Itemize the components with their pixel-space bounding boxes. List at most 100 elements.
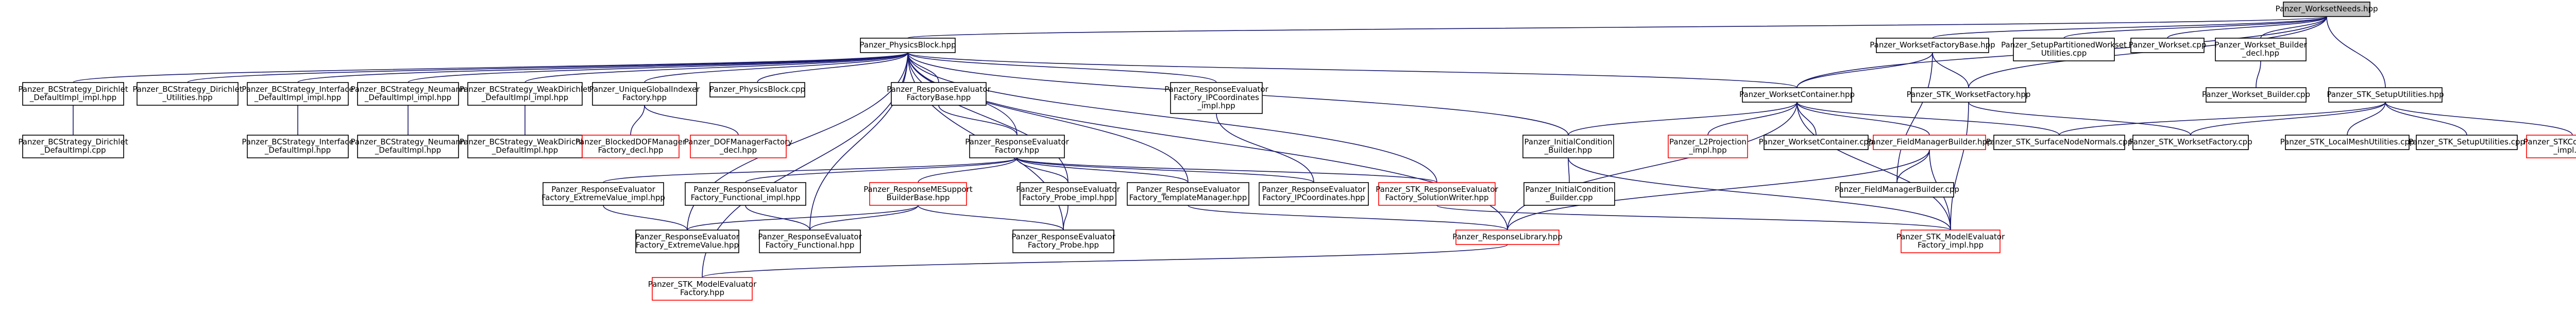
node-stk_workset_factory_hpp[interactable]: Panzer_STK_WorksetFactory.hpp: [1907, 87, 2031, 103]
node-label: Factory_IPCoordinates: [1174, 93, 1259, 103]
node-bc_dirichlet_impl[interactable]: Panzer_BCStrategy_Dirichlet_DefaultImpl_…: [18, 82, 128, 106]
edge-workset_factory_base-to-workset_container: [1797, 53, 1933, 88]
node-re_template_manager[interactable]: Panzer_ResponseEvaluatorFactory_Template…: [1127, 182, 1249, 206]
edge-physics_block-to-re_probe_impl: [908, 53, 1069, 183]
node-workset_container[interactable]: Panzer_WorksetContainer.hpp: [1739, 87, 1855, 103]
edge-unique_global_indexer_factory-to-dof_manager_factory_decl: [645, 105, 739, 136]
node-initial_condition_builder_hpp[interactable]: Panzer_InitialCondition_Builder.hpp: [1522, 135, 1614, 158]
node-box: [759, 230, 861, 253]
node-box: [891, 82, 987, 106]
node-bc_neumann_impl[interactable]: Panzer_BCStrategy_Neumann_DefaultImpl_im…: [351, 82, 466, 106]
node-box: [1901, 230, 2001, 253]
node-label: Panzer_DOFManagerFactory: [684, 137, 792, 147]
node-box: [22, 82, 124, 106]
node-bc_interface_impl[interactable]: Panzer_BCStrategy_Interface_DefaultImpl_…: [242, 82, 354, 106]
node-re_probe_impl[interactable]: Panzer_ResponseEvaluatorFactory_Probe_im…: [1016, 182, 1121, 206]
node-bc_weakdirichlet_impl[interactable]: Panzer_BCStrategy_WeakDirichlet_DefaultI…: [460, 82, 590, 106]
node-box: [1668, 135, 1748, 158]
node-setup_partitioned[interactable]: Panzer_SetupPartitionedWorksetUtilities.…: [2001, 38, 2127, 61]
node-bc_weakdirichlet_hpp[interactable]: Panzer_BCStrategy_WeakDirichlet_DefaultI…: [460, 135, 590, 158]
node-label: Panzer_ResponseEvaluator: [1262, 185, 1366, 194]
edge-physics_block-to-re_template_manager: [908, 53, 1189, 183]
node-label: Factory_Probe.hpp: [1028, 240, 1099, 250]
node-label: Panzer_BCStrategy_Interface: [242, 85, 353, 94]
edge-workset_needs-to-stk_setup_utilities_hpp: [2327, 17, 2386, 88]
node-stk_re_solution_writer[interactable]: Panzer_STK_ResponseEvaluatorFactory_Solu…: [1376, 182, 1499, 206]
node-response_library[interactable]: Panzer_ResponseLibrary.hpp: [1452, 230, 1563, 245]
node-box: [137, 82, 239, 106]
node-dof_manager_factory_decl[interactable]: Panzer_DOFManagerFactory_decl.hpp: [684, 135, 792, 158]
node-field_manager_builder_hpp[interactable]: Panzer_FieldManagerBuilder.hpp: [1867, 135, 1992, 150]
node-initial_condition_builder_cpp[interactable]: Panzer_InitialCondition_Builder.cpp: [1523, 182, 1615, 206]
node-box: [1455, 230, 1560, 245]
node-workset_builder_decl[interactable]: Panzer_Workset_Builder_decl.hpp: [2214, 38, 2307, 61]
node-re_functional_impl[interactable]: Panzer_ResponseEvaluatorFactory_Function…: [685, 182, 806, 206]
node-workset_builder_cpp[interactable]: Panzer_Workset_Builder.cpp: [2202, 87, 2310, 103]
edge-physics_block-to-stk_re_solution_writer: [908, 53, 1437, 183]
node-label: Panzer_InitialCondition: [1524, 137, 1613, 147]
node-stk_model_evaluator_factory_impl[interactable]: Panzer_STK_ModelEvaluatorFactory_impl.hp…: [1896, 230, 2005, 253]
node-re_ipcoord_impl[interactable]: Panzer_ResponseEvaluatorFactory_IPCoordi…: [1164, 82, 1269, 114]
edge-response_library-to-stk_model_evaluator_factory: [702, 244, 1507, 278]
node-label: Panzer_ResponseEvaluator: [551, 185, 655, 194]
node-box: [2130, 38, 2205, 53]
edge-physics_block-to-bc_dirichlet_impl: [73, 53, 908, 83]
edge-re_factory-to-re_ipcoordinates: [1017, 158, 1314, 183]
node-re_ipcoordinates[interactable]: Panzer_ResponseEvaluatorFactory_IPCoordi…: [1259, 182, 1369, 206]
node-stk_conn_manager_impl[interactable]: Panzer_STKConnManager_impl.hpp: [2523, 135, 2576, 158]
node-bc_dirichlet_cpp[interactable]: Panzer_BCStrategy_Dirichlet_DefaultImpl.…: [18, 135, 128, 158]
node-box: [1012, 230, 1114, 253]
node-stk_workset_factory_cpp[interactable]: Panzer_STK_WorksetFactory.cpp: [2129, 135, 2252, 150]
edge-stk_setup_utilities_hpp-to-stk_workset_factory_cpp: [2190, 102, 2385, 136]
node-box: [543, 182, 664, 206]
node-workset_cpp[interactable]: Panzer_Workset.cpp: [2129, 38, 2207, 53]
node-bc_dirichlet_utilities[interactable]: Panzer_BCStrategy_Dirichlet_Utilities.hp…: [132, 82, 243, 106]
node-bc_interface_hpp[interactable]: Panzer_BCStrategy_Interface_DefaultImpl.…: [242, 135, 354, 158]
node-box: [2206, 87, 2307, 103]
node-box: [860, 38, 956, 53]
node-box: [652, 277, 753, 301]
node-box: [247, 135, 349, 158]
node-stk_surface_node_normals[interactable]: Panzer_STK_SurfaceNodeNormals.cpp: [1986, 135, 2132, 150]
node-label: Panzer_ResponseEvaluator: [1136, 185, 1240, 194]
node-label: Panzer_STK_ModelEvaluator: [648, 280, 757, 289]
node-re_probe[interactable]: Panzer_ResponseEvaluatorFactory_Probe.hp…: [1011, 230, 1116, 253]
node-workset_container_cpp[interactable]: Panzer_WorksetContainer.cpp: [1759, 135, 1874, 150]
node-box: [1259, 182, 1369, 206]
node-box: [1170, 82, 1263, 114]
node-workset_factory_base[interactable]: Panzer_WorksetFactoryBase.hpp: [1870, 38, 1995, 53]
node-label: Panzer_ResponseEvaluator: [758, 232, 862, 242]
node-bc_neumann_hpp[interactable]: Panzer_BCStrategy_Neumann_DefaultImpl.hp…: [351, 135, 466, 158]
node-box: [357, 82, 459, 106]
node-physics_block_cpp[interactable]: Panzer_PhysicsBlock.cpp: [709, 82, 805, 97]
node-label: Panzer_WorksetContainer.cpp: [1759, 137, 1874, 147]
node-label: _impl.hpp: [2553, 145, 2576, 155]
node-stk_setup_utilities_hpp[interactable]: Panzer_STK_SetupUtilities.hpp: [2327, 87, 2444, 103]
edge-response_me_support_builder_base-to-re_functional: [809, 205, 918, 231]
node-field_manager_builder_cpp[interactable]: Panzer_FieldManagerBuilder.cpp: [1835, 182, 1959, 198]
node-label: _DefaultImpl.hpp: [264, 145, 331, 155]
edge-physics_block-to-workset_container: [908, 53, 1798, 88]
node-stk_setup_utilities_cpp[interactable]: Panzer_STK_SetupUtilities.cpp: [2409, 135, 2525, 150]
node-re_functional[interactable]: Panzer_ResponseEvaluatorFactory_Function…: [758, 230, 862, 253]
node-re_extreme_value[interactable]: Panzer_ResponseEvaluatorFactory_ExtremeV…: [635, 230, 740, 253]
node-l2_projection_impl[interactable]: Panzer_L2Projection_impl.hpp: [1668, 135, 1748, 158]
node-label: Factory_ExtremeValue.hpp: [636, 240, 739, 250]
node-stk_local_mesh_utilities[interactable]: Panzer_STK_LocalMeshUtilities.cpp: [2280, 135, 2415, 150]
node-re_extreme_value_impl[interactable]: Panzer_ResponseEvaluatorFactory_ExtremeV…: [541, 182, 665, 206]
node-label: Panzer_FieldManagerBuilder.hpp: [1867, 137, 1992, 147]
node-box: [1127, 182, 1249, 206]
node-label: _DefaultImpl.hpp: [492, 145, 558, 155]
node-box: [1873, 135, 1986, 150]
node-physics_block[interactable]: Panzer_PhysicsBlock.hpp: [859, 38, 956, 53]
node-label: Panzer_WorksetNeeds.hpp: [2275, 4, 2378, 14]
edge-physics_block-to-re_ipcoord_impl: [908, 53, 1217, 83]
node-label: Panzer_BCStrategy_Dirichlet: [18, 85, 128, 94]
